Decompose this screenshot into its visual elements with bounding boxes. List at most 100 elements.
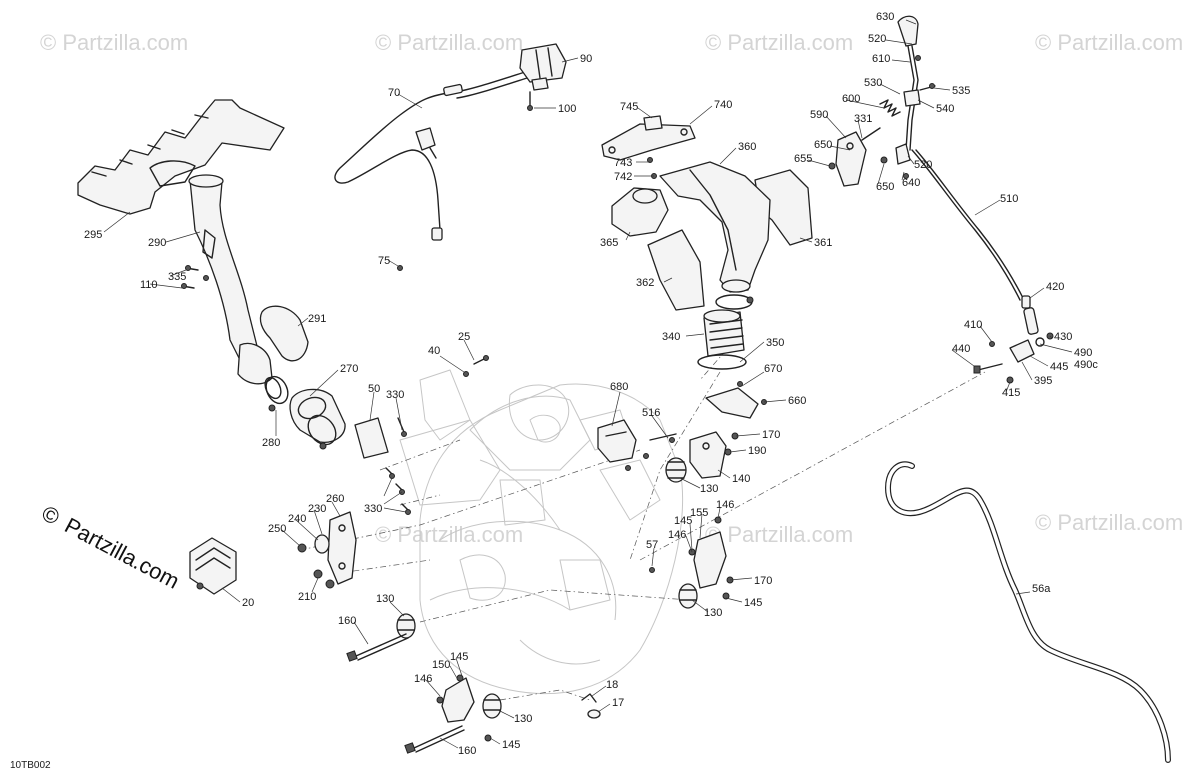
callout: 270 (340, 363, 358, 375)
boot-270 (289, 388, 346, 450)
callout: 75 (378, 255, 390, 267)
callout: 530 (864, 77, 882, 89)
callout: 540 (936, 103, 954, 115)
partzilla-logo: © Partzilla.com (38, 500, 184, 593)
callout: 640 (902, 177, 920, 189)
callout: 50 (368, 383, 380, 395)
clip-17-18 (581, 693, 601, 719)
callout: 330 (364, 503, 382, 515)
callout: 420 (1046, 281, 1064, 293)
callout: 145 (744, 597, 762, 609)
callout: 600 (842, 93, 860, 105)
callout: 20 (242, 597, 254, 609)
callout: 130 (700, 483, 718, 495)
callout: 440 (952, 343, 970, 355)
callout: 145 (674, 515, 692, 527)
callout: 130 (704, 607, 722, 619)
callout: 410 (964, 319, 982, 331)
mount-150 (436, 674, 475, 723)
spacer-240 (314, 534, 330, 554)
watermark: © Partzilla.com (705, 30, 853, 55)
callout: 516 (642, 407, 660, 419)
callout: 660 (788, 395, 806, 407)
callout: 290 (148, 237, 166, 249)
callout: 430 (1054, 331, 1072, 343)
callout: 742 (614, 171, 632, 183)
callout: 535 (952, 85, 970, 97)
callout: 630 (876, 11, 894, 23)
callout: 130 (514, 713, 532, 725)
callout: 57 (646, 539, 658, 551)
callout: 40 (428, 345, 440, 357)
callout: 490c (1074, 359, 1098, 371)
callout: 160 (458, 745, 476, 757)
callout: 155 (690, 507, 708, 519)
engine-ghost (399, 369, 684, 695)
callout: 655 (794, 153, 812, 165)
callout: 110 (140, 279, 158, 291)
sensor-cable-70 (334, 71, 528, 271)
callouts: 630 520 610 530 535 540 600 590 331 650 … (84, 11, 1098, 757)
callout: 17 (612, 697, 624, 709)
bolts-25-40 (463, 355, 489, 377)
bushing-130 (665, 457, 687, 483)
callout: 90 (580, 53, 592, 65)
watermark: © Partzilla.com (1035, 510, 1183, 535)
callout: 291 (308, 313, 326, 325)
shield-362 (647, 229, 705, 311)
callout: 130 (376, 593, 394, 605)
module-680 (597, 419, 637, 471)
callout: 160 (338, 615, 356, 627)
callout: 740 (714, 99, 732, 111)
callout: 280 (262, 437, 280, 449)
bolt-160-bottom (404, 725, 492, 754)
callout: 210 (298, 591, 316, 603)
clamp-350 (715, 294, 754, 310)
bushing-130-lower (396, 613, 416, 639)
callout: 331 (854, 113, 872, 125)
callout: 335 (168, 271, 186, 283)
callout: 330 (386, 389, 404, 401)
callout: 146 (668, 529, 686, 541)
callout: 250 (268, 523, 286, 535)
duct-360 (659, 161, 771, 293)
callout: 145 (502, 739, 520, 751)
callout: 361 (814, 237, 832, 249)
callout: 240 (288, 513, 306, 525)
sensor-90 (519, 43, 567, 111)
mount-155 (649, 516, 734, 600)
callout: 650 (876, 181, 894, 193)
adapter-365 (611, 187, 669, 237)
callout: 170 (762, 429, 780, 441)
diagram-code: 10TB002 (10, 760, 51, 771)
callout: 18 (606, 679, 618, 691)
callout: 743 (614, 157, 632, 169)
callout: 415 (1002, 387, 1020, 399)
bracket-20 (189, 537, 237, 595)
callout: 100 (558, 103, 576, 115)
callout: 490 (1074, 347, 1092, 359)
clamp-280 (264, 375, 289, 412)
callout: 520 (868, 33, 886, 45)
bushing-130-right (678, 583, 698, 609)
callout: 230 (308, 503, 326, 515)
callout: 295 (84, 229, 102, 241)
callout: 445 (1050, 361, 1068, 373)
shift-lever-assembly (828, 15, 1054, 384)
callout: 25 (458, 331, 470, 343)
callout: 340 (662, 331, 680, 343)
bolt-160 (346, 633, 409, 662)
bolts-110-335 (181, 265, 209, 289)
callout: 395 (1034, 375, 1052, 387)
watermark: © Partzilla.com (1035, 30, 1183, 55)
callout: 360 (738, 141, 756, 153)
leader-lines (103, 19, 1073, 749)
callout: 170 (754, 575, 772, 587)
callout: 56a (1032, 583, 1051, 595)
callout: 590 (810, 109, 828, 121)
callout: 70 (388, 87, 400, 99)
logo-text: Partzilla.com (61, 513, 184, 594)
nuts-210 (313, 569, 335, 589)
callout: 365 (600, 237, 618, 249)
